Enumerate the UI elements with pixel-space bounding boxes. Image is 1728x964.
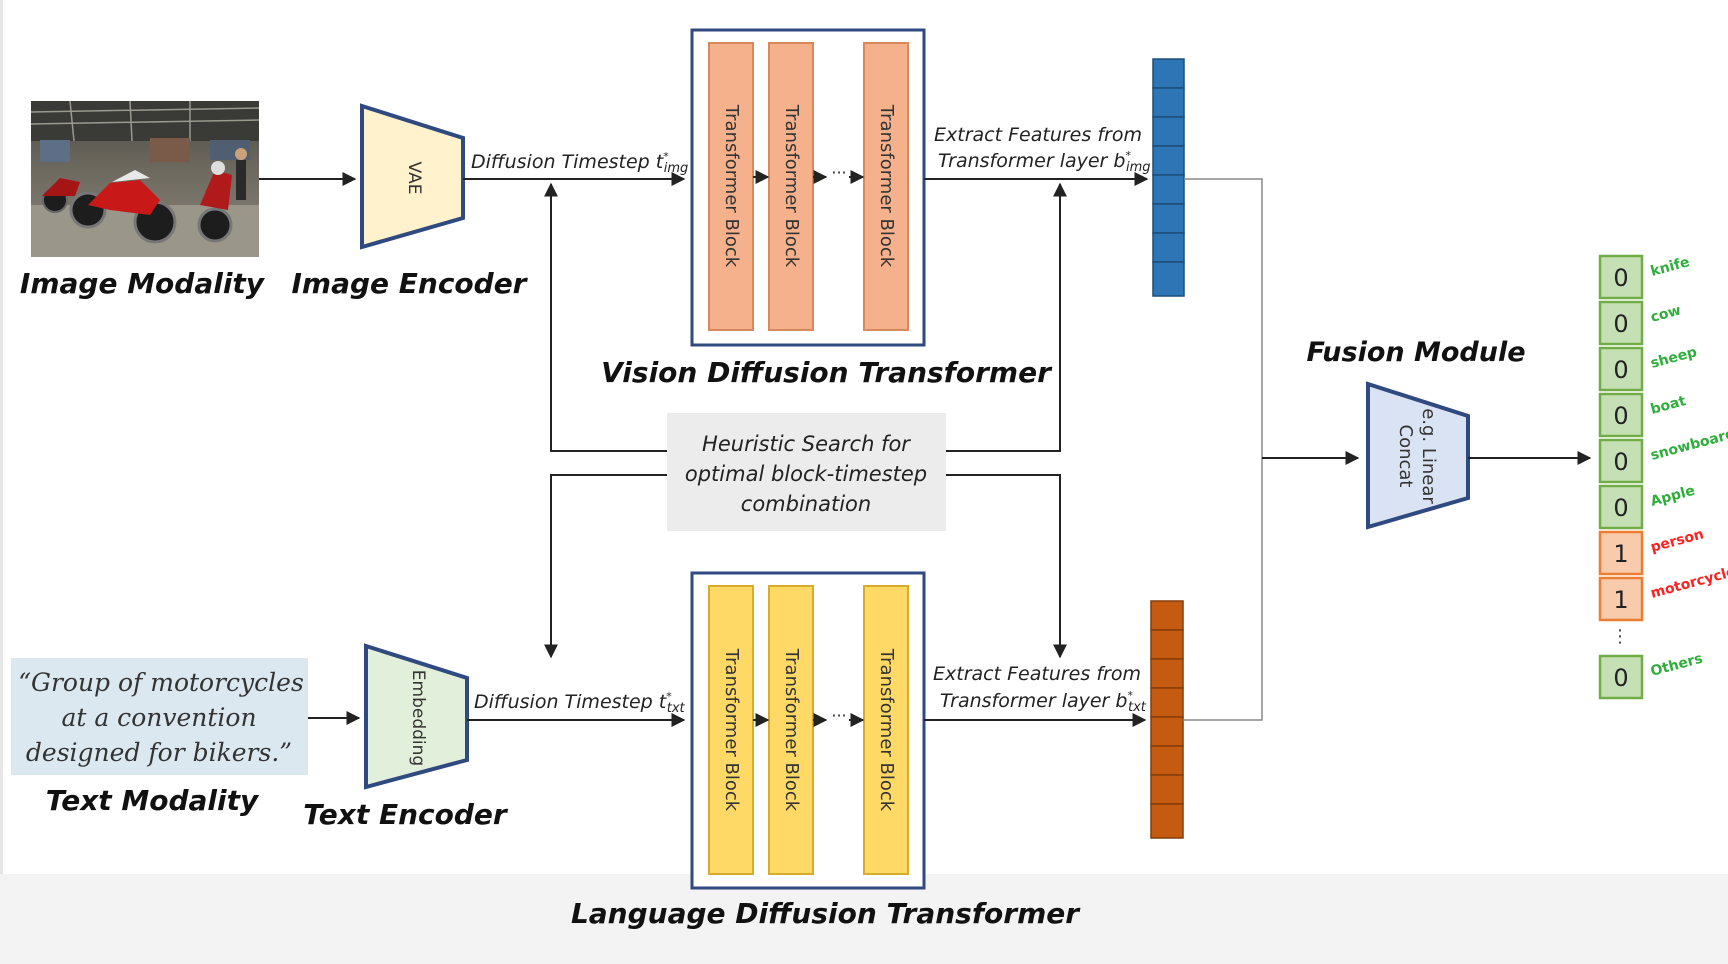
vision-transformer-block-2 <box>768 42 814 331</box>
heuristic-connectors <box>544 182 1067 659</box>
output-label-motorcycle: motorcycle <box>1649 564 1728 602</box>
left-edge-line <box>0 0 3 964</box>
output-value-person: 1 <box>1613 540 1628 568</box>
vision-block-1-label: Transformer Block <box>721 104 742 268</box>
vision-dit-label: Vision Diffusion Transformer <box>601 356 1053 389</box>
output-label-snowboard: snowboard <box>1649 426 1728 464</box>
output-cell-motorcycle <box>1598 576 1644 622</box>
language-transformer-block-2 <box>768 585 814 875</box>
output-cell-others <box>1598 654 1644 700</box>
vision-block-3-label: Transformer Block <box>876 104 897 268</box>
vae-label: VAE <box>404 162 424 195</box>
output-value-cow: 0 <box>1613 310 1628 338</box>
quote-line3: designed for bikers.” <box>26 738 292 767</box>
output-value-others: 0 <box>1613 664 1628 692</box>
fusion-line2: Concat <box>1395 425 1416 488</box>
output-label-apple: Apple <box>1649 483 1697 510</box>
heuristic-line2: optimal block-timestep <box>685 462 927 486</box>
text-modality-label: Text Modality <box>46 784 260 817</box>
output-label-others: Others <box>1649 651 1705 680</box>
embedding-encoder-shape <box>364 643 469 790</box>
fusion-connectors <box>1183 178 1263 721</box>
vae-encoder-shape <box>360 103 465 250</box>
text-encoder-label: Text Encoder <box>303 798 509 831</box>
output-value-motorcycle: 1 <box>1613 586 1628 614</box>
fusion-shape <box>1366 381 1470 530</box>
fusion-line1: e.g. Linear <box>1418 408 1439 504</box>
output-label-cow: cow <box>1649 302 1683 325</box>
heuristic-line1: Heuristic Search for <box>702 432 911 456</box>
output-label-boat: boat <box>1649 393 1688 418</box>
output-cell-cow <box>1598 300 1644 346</box>
output-cell-sheep <box>1598 346 1644 392</box>
language-transformer-block-3 <box>863 585 909 875</box>
output-cell-boat <box>1598 392 1644 438</box>
language-extract-line1: Extract Features from <box>933 663 1141 685</box>
output-value-snowboard: 0 <box>1613 448 1628 476</box>
text-timestep-label: Diffusion Timestep t*txt <box>474 690 686 716</box>
quote-line2: at a convention <box>61 703 256 732</box>
vision-extract-line1: Extract Features from <box>934 124 1142 146</box>
output-value-apple: 0 <box>1613 494 1628 522</box>
vision-extract-line2: Transformer layer b*img <box>938 149 1151 175</box>
language-block-2-label: Transformer Block <box>781 648 802 812</box>
language-dit-label: Language Diffusion Transformer <box>571 897 1081 930</box>
output-cell-knife <box>1598 254 1644 300</box>
output-cell-person <box>1598 530 1644 576</box>
language-ellipsis: ··· <box>831 706 846 725</box>
language-blocks: Transformer Block Transformer Block Tran… <box>708 585 909 875</box>
image-modality-label: Image Modality <box>20 267 266 300</box>
language-transformer-block-1 <box>708 585 754 875</box>
output-value-boat: 0 <box>1613 402 1628 430</box>
vision-ellipsis: ··· <box>831 163 846 182</box>
image-timestep-label: Diffusion Timestep t*img <box>471 150 688 176</box>
fusion-module-label: Fusion Module <box>1306 337 1525 368</box>
text-quote-box <box>11 658 308 775</box>
language-block-1-label: Transformer Block <box>721 648 742 812</box>
vision-transformer-block-1 <box>708 42 754 331</box>
language-extract-line2: Transformer layer b*txt <box>940 689 1147 715</box>
output-value-sheep: 0 <box>1613 356 1628 384</box>
output-label-sheep: sheep <box>1649 344 1699 372</box>
heuristic-line3: combination <box>741 492 871 516</box>
output-ellipsis: ⋮ <box>1611 626 1629 647</box>
output-label-person: person <box>1649 526 1706 556</box>
output-label-knife: knife <box>1649 254 1691 280</box>
vision-transformer-block-3 <box>863 42 909 331</box>
motorcycle-photo <box>30 100 260 257</box>
quote-line1: “Group of motorcycles <box>18 668 304 697</box>
language-block-3-label: Transformer Block <box>876 648 897 812</box>
embedding-label: Embedding <box>408 670 428 766</box>
output-cell-snowboard <box>1598 438 1644 484</box>
vision-blocks: Transformer Block Transformer Block Tran… <box>708 42 909 331</box>
output-value-knife: 0 <box>1613 264 1628 292</box>
language-feature-vector <box>1150 600 1184 839</box>
vision-block-2-label: Transformer Block <box>781 104 802 268</box>
vision-feature-vector <box>1152 58 1185 297</box>
heuristic-box <box>667 413 946 531</box>
image-encoder-label: Image Encoder <box>291 267 528 300</box>
output-cell-apple <box>1598 484 1644 530</box>
